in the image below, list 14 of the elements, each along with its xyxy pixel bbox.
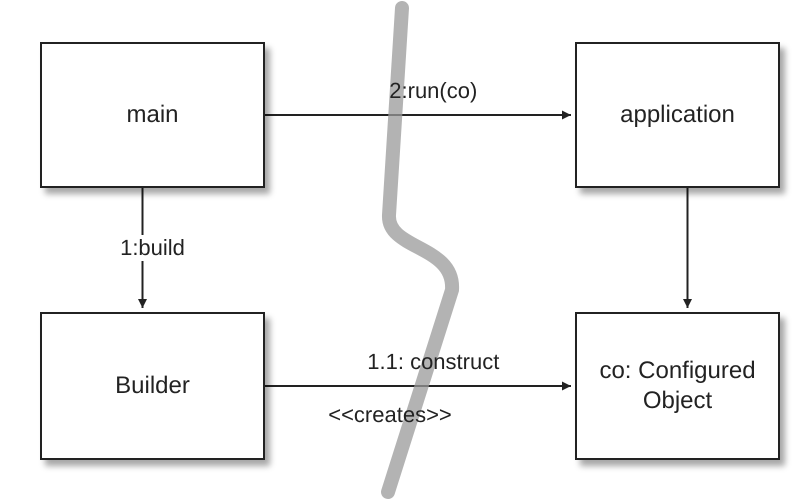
edge-label: 1.1: construct <box>366 349 500 375</box>
object-box <box>575 312 780 460</box>
message-arrow <box>265 110 571 120</box>
object-box <box>40 42 265 188</box>
message-arrow <box>683 188 692 308</box>
object-name: co: Configured Object <box>598 356 757 416</box>
object-name: application <box>620 100 735 130</box>
object-name: Builder <box>115 371 190 401</box>
message-arrow <box>265 382 571 390</box>
stereotype-label: <<creates>> <box>327 402 453 428</box>
object-name: main <box>126 100 179 130</box>
object-box <box>40 312 265 460</box>
edge-label: 2:run(co) <box>388 78 478 104</box>
object-box <box>575 42 780 188</box>
